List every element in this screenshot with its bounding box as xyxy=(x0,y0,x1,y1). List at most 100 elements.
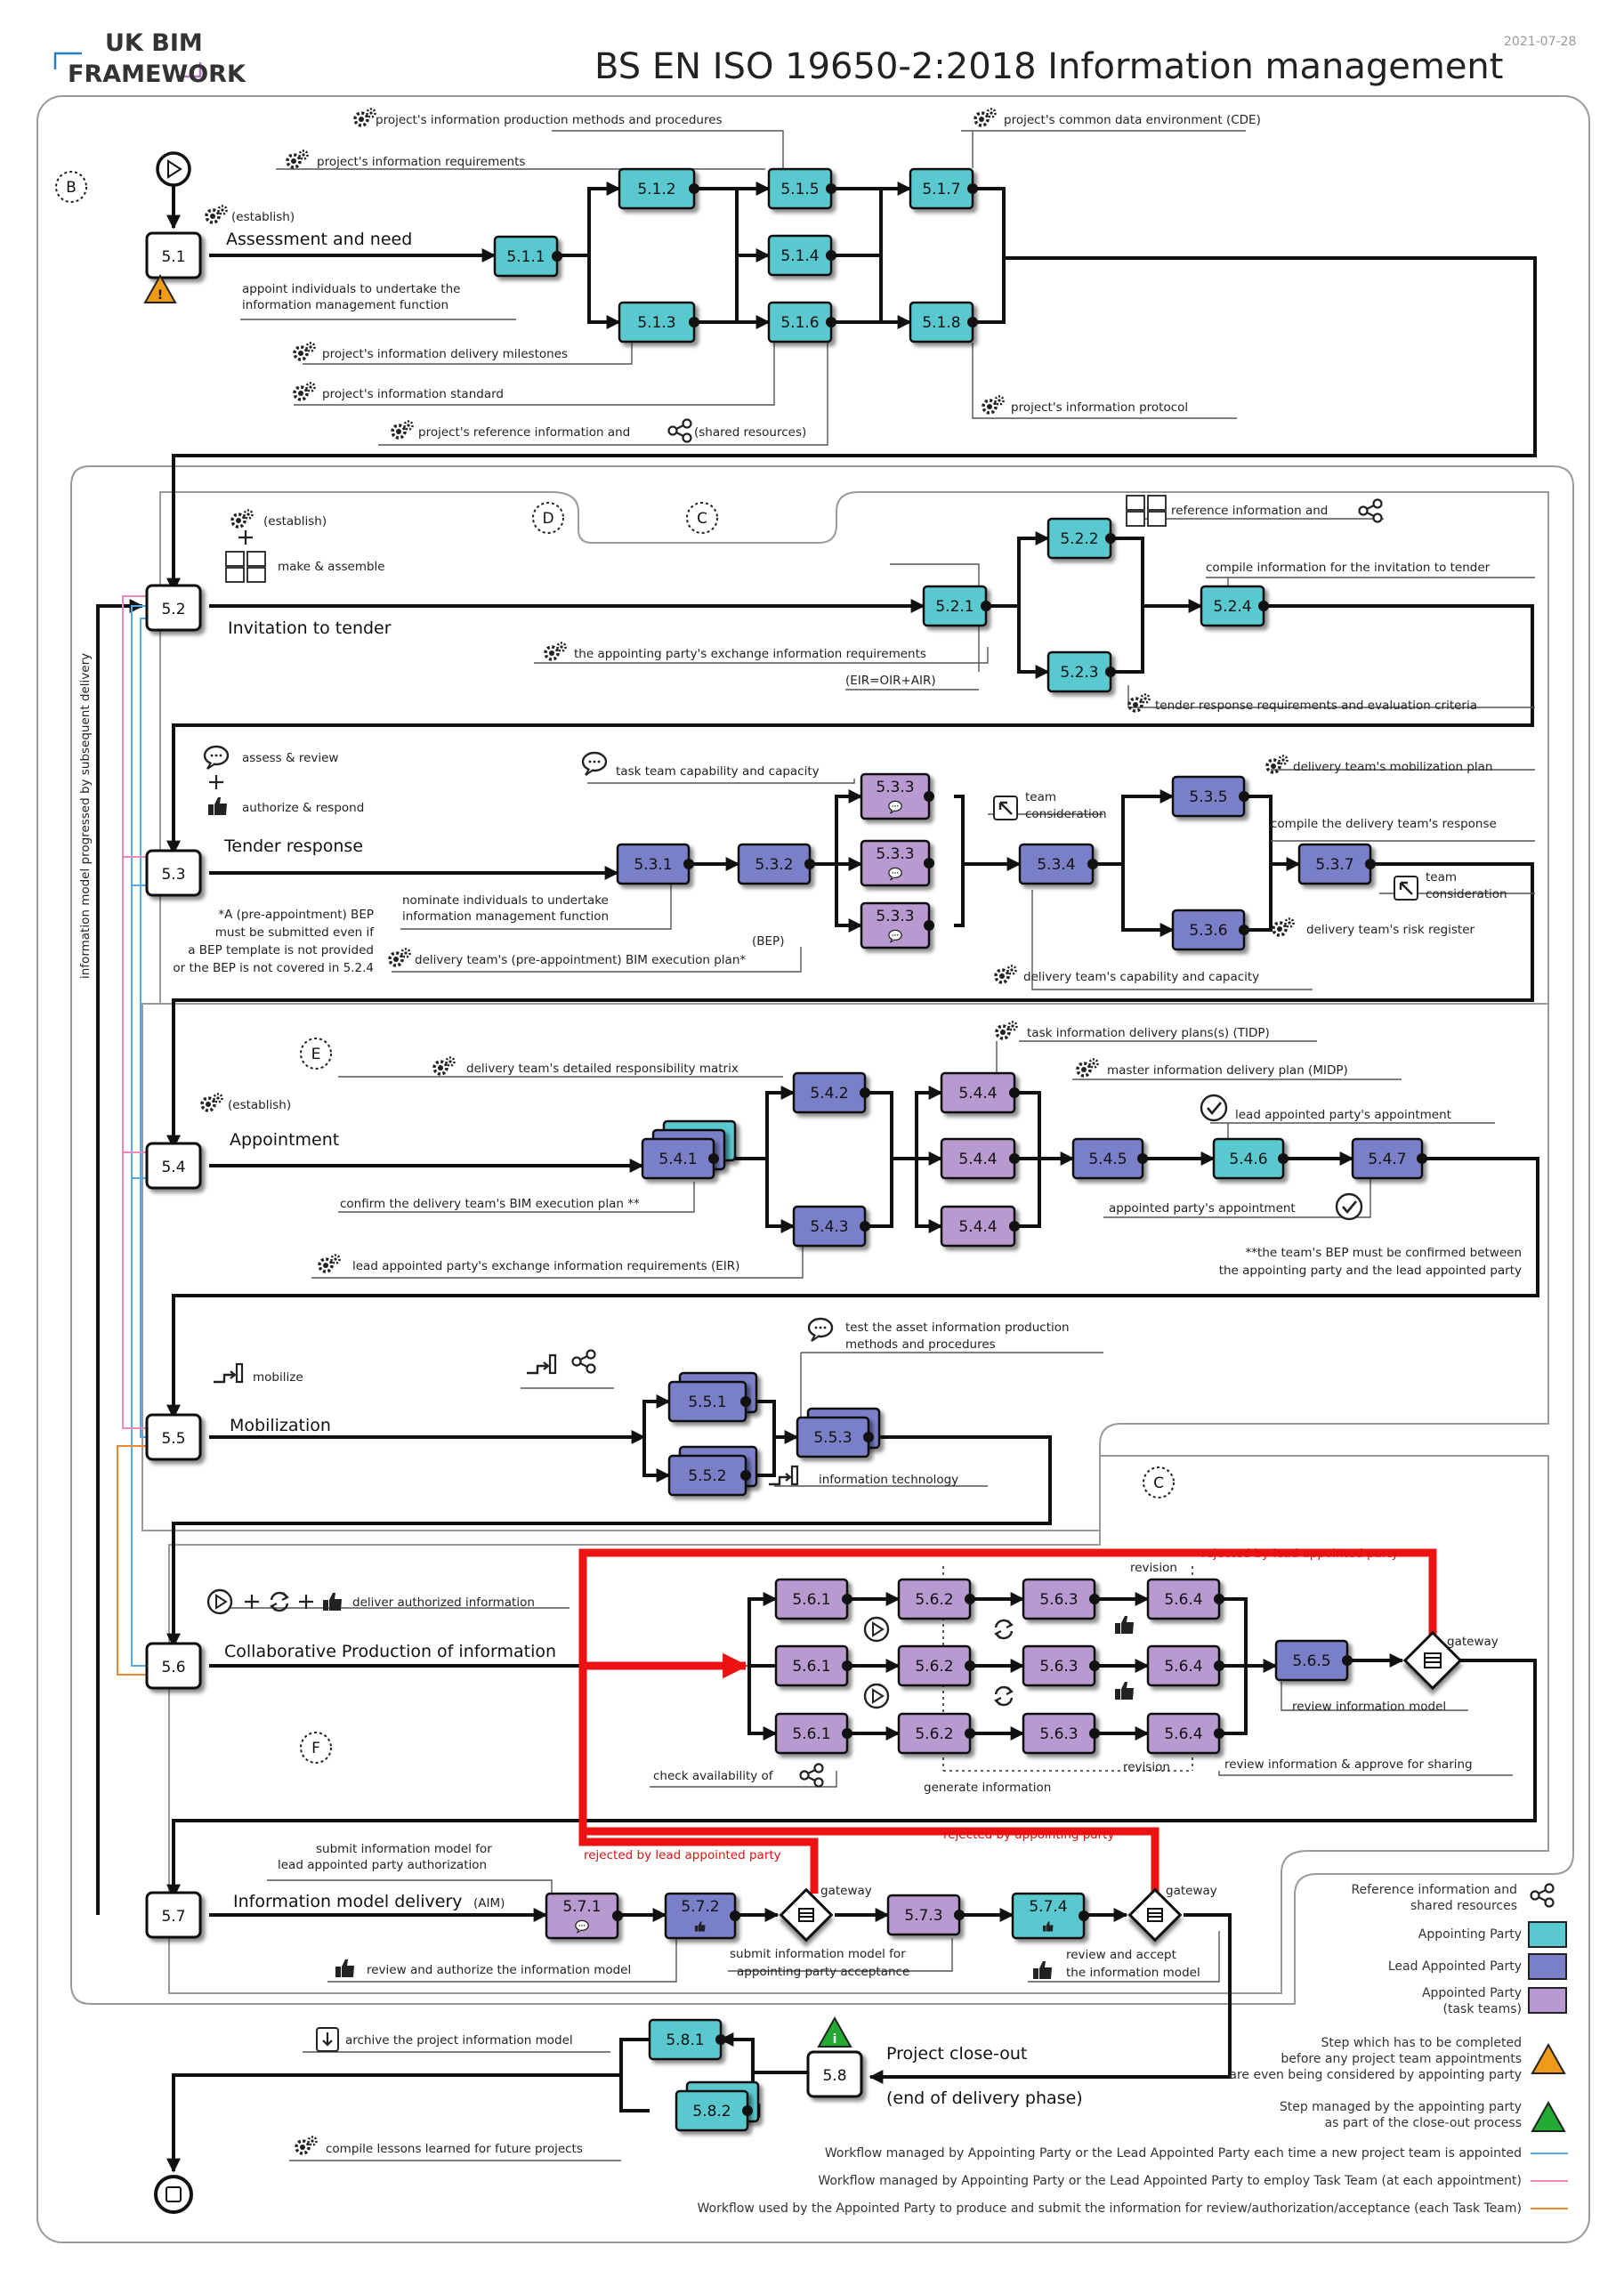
node-5-7-2[interactable]: 5.7.2 xyxy=(664,1892,740,1940)
label-tidp: task information delivery plans(s) (TIDP… xyxy=(1027,1026,1270,1040)
node-5-1-3[interactable]: 5.1.3 xyxy=(618,301,699,343)
node-label: 5.3.3 xyxy=(876,845,914,863)
stage-5-2: 5.2 xyxy=(145,584,202,632)
node-5-4-1[interactable]: 5.4.1 xyxy=(641,1119,737,1180)
label-submit-lead-2: lead appointed party authorization xyxy=(278,1858,487,1872)
node-5-4-6[interactable]: 5.4.6 xyxy=(1212,1137,1289,1180)
workflow-links xyxy=(117,595,147,1676)
process-nodes[interactable]: 5.1.1 5.1.2 5.1.3 5.1.4 5.1.5 5.1.6 5.1.7 5.1.8… xyxy=(493,167,1427,2132)
label-rejected-lead-56: rejected by lead appointed party xyxy=(1201,1547,1399,1561)
node-5-3-7[interactable]: 5.3.7 xyxy=(1297,843,1376,885)
section-d-marker xyxy=(532,502,564,534)
label-submit-appointing-2: appointing party acceptance xyxy=(737,1965,909,1979)
node-5-2-4[interactable]: 5.2.4 xyxy=(1200,585,1269,627)
label-team-2: team xyxy=(1426,870,1457,885)
legend-appointed-swatch xyxy=(1528,1987,1567,2014)
node-label: 5.7.4 xyxy=(1029,1898,1067,1916)
node-5-4-7[interactable]: 5.4.7 xyxy=(1351,1137,1427,1180)
node-5-3-4[interactable]: 5.3.4 xyxy=(1018,843,1098,885)
node-label: 5.6.4 xyxy=(1164,1658,1202,1676)
node-5-1-2[interactable]: 5.1.2 xyxy=(618,167,699,210)
node-5-6-1[interactable]: 5.6.1 xyxy=(774,1578,852,1620)
node-5-6-1[interactable]: 5.6.1 xyxy=(774,1644,852,1687)
legend-managed-2: as part of the close-out process xyxy=(1325,2116,1522,2130)
node-5-3-2[interactable]: 5.3.2 xyxy=(737,843,815,885)
label-appoint-2: information management function xyxy=(242,298,448,312)
node-5-3-3[interactable]: 5.3.3 xyxy=(860,772,934,820)
node-5-6-2[interactable]: 5.6.2 xyxy=(897,1578,975,1620)
label-tender-criteria: tender response requirements and evaluat… xyxy=(1155,699,1477,713)
stage-boxes[interactable]: 5.1 5.2 5.3 5.4 5.5 5.6 5.7 5.8 xyxy=(145,231,863,2098)
node-5-6-3[interactable]: 5.6.3 xyxy=(1022,1578,1100,1620)
node-5-7-4[interactable]: 5.7.4 xyxy=(1011,1892,1089,1940)
node-label: 5.4.4 xyxy=(958,1151,997,1168)
node-5-3-5[interactable]: 5.3.5 xyxy=(1171,775,1249,818)
section-b-label: B xyxy=(66,179,77,197)
node-5-4-5[interactable]: 5.4.5 xyxy=(1071,1137,1148,1180)
gateways[interactable] xyxy=(779,1630,1463,1943)
node-5-4-4[interactable]: 5.4.4 xyxy=(940,1137,1020,1180)
node-label: 5.6.1 xyxy=(792,1591,830,1609)
node-5-5-2[interactable]: 5.5.2 xyxy=(667,1445,758,1497)
node-label: 5.4.6 xyxy=(1229,1151,1267,1168)
legend-step-3: are even being considered by appointing … xyxy=(1229,2068,1522,2082)
label-test-methods-1: test the asset information production xyxy=(845,1321,1070,1335)
node-5-7-3[interactable]: 5.7.3 xyxy=(886,1894,965,1936)
node-5-1-4[interactable]: 5.1.4 xyxy=(767,234,836,277)
label-team-1: team xyxy=(1025,790,1056,804)
node-5-1-5[interactable]: 5.1.5 xyxy=(767,167,836,210)
legend-ref-2: shared resources xyxy=(1410,1899,1517,1913)
label-information-technology: information technology xyxy=(819,1473,958,1487)
node-5-1-7[interactable]: 5.1.7 xyxy=(909,167,978,210)
label-gateway-57-1: gateway xyxy=(820,1884,872,1898)
node-5-8-2[interactable]: 5.8.2 xyxy=(675,2080,760,2132)
node-5-5-3[interactable]: 5.5.3 xyxy=(796,1407,881,1458)
node-5-6-4[interactable]: 5.6.4 xyxy=(1146,1644,1224,1687)
node-5-6-2[interactable]: 5.6.2 xyxy=(897,1712,975,1755)
node-5-6-4[interactable]: 5.6.4 xyxy=(1146,1578,1224,1620)
node-5-2-3[interactable]: 5.2.3 xyxy=(1046,650,1116,693)
uk-bim-framework-logo: UK BIM FRAMEWORK xyxy=(53,29,246,88)
node-5-3-3[interactable]: 5.3.3 xyxy=(860,901,934,949)
node-5-2-2[interactable]: 5.2.2 xyxy=(1046,517,1116,560)
node-label: 5.1.4 xyxy=(780,247,819,265)
label-reference-info: project's reference information and xyxy=(418,425,630,440)
label-lead-eir: lead appointed party's exchange informat… xyxy=(352,1259,739,1273)
node-label: 5.4.7 xyxy=(1368,1151,1406,1168)
node-label: 5.6.1 xyxy=(792,1658,830,1676)
node-5-2-1[interactable]: 5.2.1 xyxy=(922,585,991,627)
node-5-6-1[interactable]: 5.6.1 xyxy=(774,1712,852,1755)
section-c2-label: C xyxy=(1153,1474,1164,1492)
label-rejected-lead-57: rejected by lead appointed party xyxy=(584,1848,781,1862)
svg-text:5.3: 5.3 xyxy=(161,866,185,884)
node-5-3-6[interactable]: 5.3.6 xyxy=(1171,909,1249,951)
node-5-3-1[interactable]: 5.3.1 xyxy=(616,843,694,885)
node-5-4-3[interactable]: 5.4.3 xyxy=(792,1205,870,1248)
label-review-accept-2: the information model xyxy=(1066,1966,1200,1980)
node-5-6-4[interactable]: 5.6.4 xyxy=(1146,1712,1224,1755)
node-5-1-1[interactable]: 5.1.1 xyxy=(493,235,562,278)
label-mobilization-plan: delivery team's mobilization plan xyxy=(1293,760,1492,774)
node-5-6-5[interactable]: 5.6.5 xyxy=(1274,1639,1353,1682)
node-label: 5.1.5 xyxy=(780,181,819,198)
node-5-1-8[interactable]: 5.1.8 xyxy=(909,301,978,343)
node-5-4-4[interactable]: 5.4.4 xyxy=(940,1205,1020,1248)
label-revision-bottom: revision xyxy=(1123,1760,1170,1774)
node-5-4-4[interactable]: 5.4.4 xyxy=(940,1071,1020,1114)
node-5-6-2[interactable]: 5.6.2 xyxy=(897,1644,975,1687)
stage-5-8-title: Project close-out xyxy=(886,2044,1027,2064)
node-5-4-2[interactable]: 5.4.2 xyxy=(792,1071,870,1114)
node-5-7-1[interactable]: 5.7.1 xyxy=(545,1892,623,1940)
label-responsibility-matrix: delivery team's detailed responsibility … xyxy=(466,1062,739,1076)
label-gateway-56: gateway xyxy=(1447,1635,1499,1649)
node-5-6-3[interactable]: 5.6.3 xyxy=(1022,1644,1100,1687)
node-label: 5.2.3 xyxy=(1060,664,1098,682)
node-5-8-1[interactable]: 5.8.1 xyxy=(648,2018,726,2061)
node-5-5-1[interactable]: 5.5.1 xyxy=(667,1371,758,1423)
node-label: 5.4.5 xyxy=(1088,1151,1127,1168)
node-5-1-6[interactable]: 5.1.6 xyxy=(767,301,836,343)
node-5-3-3[interactable]: 5.3.3 xyxy=(860,839,934,887)
node-label: 5.5.1 xyxy=(688,1393,726,1411)
node-5-6-3[interactable]: 5.6.3 xyxy=(1022,1712,1100,1755)
